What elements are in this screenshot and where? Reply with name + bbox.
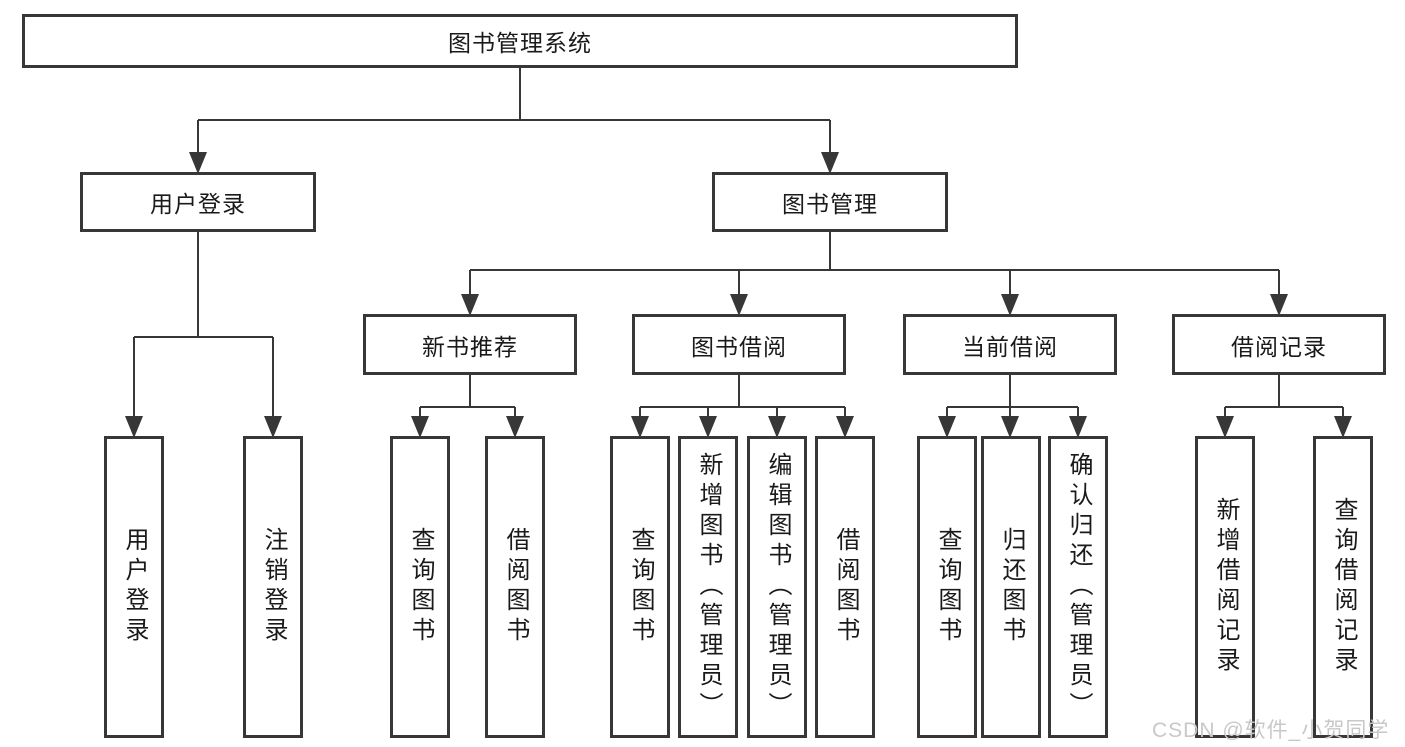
node-query-books-current: 查询图书	[917, 436, 977, 738]
node-borrowing-records: 借阅记录	[1172, 314, 1386, 375]
node-user-login-action: 用户登录	[104, 436, 164, 738]
node-label: 新书推荐	[422, 333, 518, 360]
node-label: 新增借阅记录	[1212, 497, 1239, 677]
node-label: 确认归还（管理员）	[1065, 452, 1092, 722]
connector-new-book-recommend	[411, 375, 524, 438]
node-label: 图书管理系统	[448, 30, 592, 56]
node-label: 用户登录	[121, 527, 148, 647]
csdn-watermark: CSDN @软件_小贺同学	[1152, 719, 1390, 742]
node-label: 归还图书	[998, 527, 1025, 647]
connector-user-login	[125, 232, 282, 438]
node-label: 借阅图书	[502, 527, 529, 647]
node-label: 借阅图书	[832, 527, 859, 647]
node-logout: 注销登录	[243, 436, 303, 738]
node-label: 图书管理	[782, 191, 878, 217]
node-return-books: 归还图书	[981, 436, 1041, 738]
node-label: 新增图书（管理员）	[695, 452, 722, 722]
node-edit-books-admin: 编辑图书（管理员）	[747, 436, 807, 738]
node-add-borrow-record: 新增借阅记录	[1195, 436, 1255, 738]
connector-root	[189, 68, 839, 174]
node-label: 当前借阅	[962, 333, 1058, 360]
connector-current-borrowing	[938, 375, 1087, 438]
connector-borrowing-records	[1216, 375, 1352, 438]
node-query-books-borrowing: 查询图书	[610, 436, 670, 738]
node-query-books-recommend: 查询图书	[390, 436, 450, 738]
node-user-login: 用户登录	[80, 172, 316, 232]
node-label: 查询图书	[627, 527, 654, 647]
node-label: 查询图书	[407, 527, 434, 647]
node-label: 用户登录	[150, 191, 246, 217]
node-label: 借阅记录	[1231, 333, 1327, 360]
node-label: 查询借阅记录	[1330, 497, 1357, 677]
node-label: 注销登录	[260, 527, 287, 647]
connector-book-borrowing	[631, 375, 854, 438]
node-borrow-books-recommend: 借阅图书	[485, 436, 545, 738]
node-borrow-books: 借阅图书	[815, 436, 875, 738]
node-label: 编辑图书（管理员）	[764, 452, 791, 722]
node-query-borrow-record: 查询借阅记录	[1313, 436, 1373, 738]
node-new-book-recommend: 新书推荐	[363, 314, 577, 375]
connector-book-management	[461, 232, 1288, 316]
node-book-borrowing: 图书借阅	[632, 314, 846, 375]
node-confirm-return-admin: 确认归还（管理员）	[1048, 436, 1108, 738]
node-book-management-system: 图书管理系统	[22, 14, 1018, 68]
node-book-management: 图书管理	[712, 172, 948, 232]
node-current-borrowing: 当前借阅	[903, 314, 1117, 375]
node-add-books-admin: 新增图书（管理员）	[678, 436, 738, 738]
node-label: 查询图书	[934, 527, 961, 647]
node-label: 图书借阅	[691, 333, 787, 360]
